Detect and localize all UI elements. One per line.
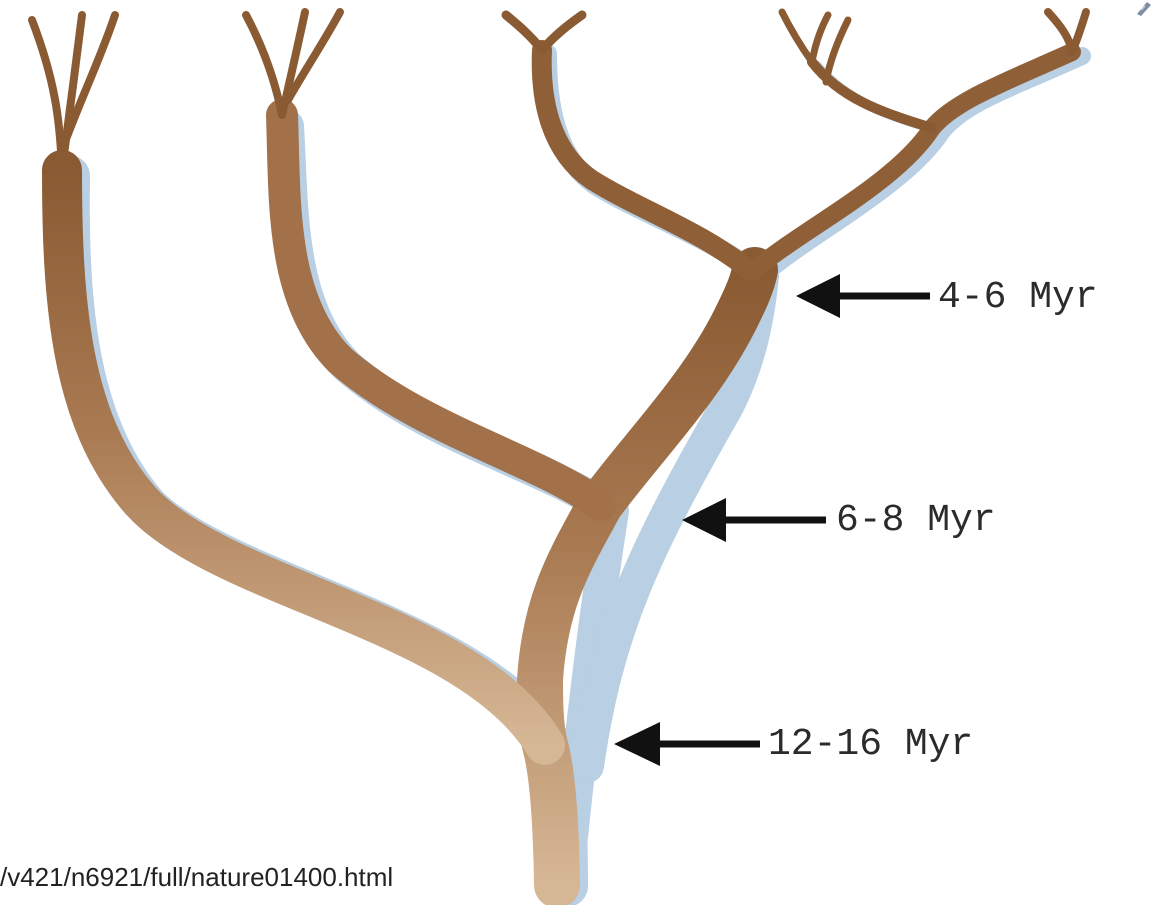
- pencil-icon: [1133, 0, 1153, 16]
- tip-middle-b: [542, 15, 582, 50]
- arrow-4-6: [796, 274, 930, 318]
- source-url-text: /v421/n6921/full/nature01400.html: [0, 862, 393, 893]
- tip-right-a: [1048, 12, 1072, 52]
- tip-right-inner-b: [812, 15, 828, 62]
- branch-middle: [542, 50, 752, 272]
- divergence-label-12-16: 12-16 Myr: [768, 726, 973, 764]
- divergence-label-6-8: 6-8 Myr: [836, 502, 996, 540]
- tip-second-a: [246, 15, 282, 115]
- tip-right-inner-a: [782, 12, 812, 62]
- arrow-6-8: [682, 498, 826, 542]
- tip-right-inner-c: [826, 20, 848, 82]
- arrow-12-16: [614, 722, 760, 766]
- tip-right-b: [1072, 12, 1086, 52]
- tip-far-left-a: [32, 20, 62, 170]
- divergence-label-4-6: 4-6 Myr: [938, 279, 1098, 317]
- tip-middle-a: [506, 15, 542, 50]
